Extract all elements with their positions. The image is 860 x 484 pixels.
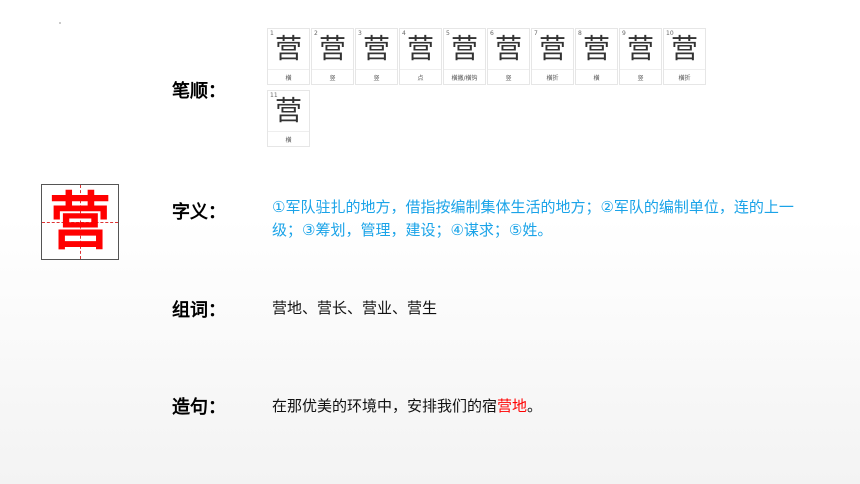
stroke-card-divider [268,69,309,70]
stroke-name: 横 [593,75,600,82]
stroke-number: 2 [314,30,318,37]
stroke-name: 点 [417,75,424,82]
stroke-character: 营 [275,96,302,127]
stroke-card-divider [444,69,485,70]
stroke-number: 3 [358,30,362,37]
stroke-name: 横撇/横钩 [451,75,478,82]
stroke-card-divider [576,69,617,70]
stroke-character: 营 [627,34,654,65]
stroke-card-divider [268,131,309,132]
meaning-label: 字义： [172,202,226,223]
stroke-number: 11 [270,92,278,99]
stroke-card-divider [312,69,353,70]
stroke-character: 营 [495,34,522,65]
stroke-card-divider [488,69,529,70]
stroke-character: 营 [275,34,302,65]
stroke-number: 8 [578,30,582,37]
stroke-character: 营 [671,34,698,65]
sentence-part-before: 在那优美的环境中，安排我们的宿 [272,397,498,415]
stroke-name: 竖 [505,75,512,82]
stroke-number: 1 [270,30,274,37]
stroke-character: 营 [407,34,434,65]
stroke-number: 4 [402,30,406,37]
stroke-character: 营 [363,34,390,65]
stroke-card-divider [356,69,397,70]
stroke-order-label: 笔顺： [172,81,226,102]
stroke-name: 横折 [678,75,691,82]
stroke-number: 9 [622,30,626,37]
stroke-name: 横 [285,75,292,82]
main-character: 营 [48,185,111,258]
stroke-character: 营 [539,34,566,65]
stroke-number: 6 [490,30,494,37]
word-list: 营地、营长、营业、营生 [272,299,438,317]
stroke-name: 竖 [373,75,380,82]
decorative-dot [59,22,61,24]
stroke-number: 10 [666,30,674,37]
stroke-character: 营 [319,34,346,65]
stroke-name: 竖 [637,75,644,82]
stroke-number: 5 [446,30,450,37]
sentence-highlight-word: 营地 [497,397,528,415]
character-meaning-text: ①军队驻扎的地方，借指按编制集体生活的地方；②军队的编制单位，连的上一级；③筹划… [272,198,794,239]
example-sentence: 在那优美的环境中，安排我们的宿营地。 [272,395,542,416]
sentence-part-after: 。 [527,397,543,415]
stroke-name: 横折 [546,75,559,82]
stroke-name: 横 [285,137,292,144]
stroke-card-divider [400,69,441,70]
stroke-number: 7 [534,30,538,37]
stroke-character: 营 [451,34,478,65]
stroke-character: 营 [583,34,610,65]
sentence-making-label: 造句： [172,397,226,418]
grid-vertical-guide [80,185,81,259]
stroke-card-divider [664,69,705,70]
stroke-card-divider [532,69,573,70]
stroke-card-divider [620,69,661,70]
character-grid-box: 营 [41,184,119,260]
stroke-name: 竖 [329,75,336,82]
word-forming-label: 组词： [172,300,226,321]
